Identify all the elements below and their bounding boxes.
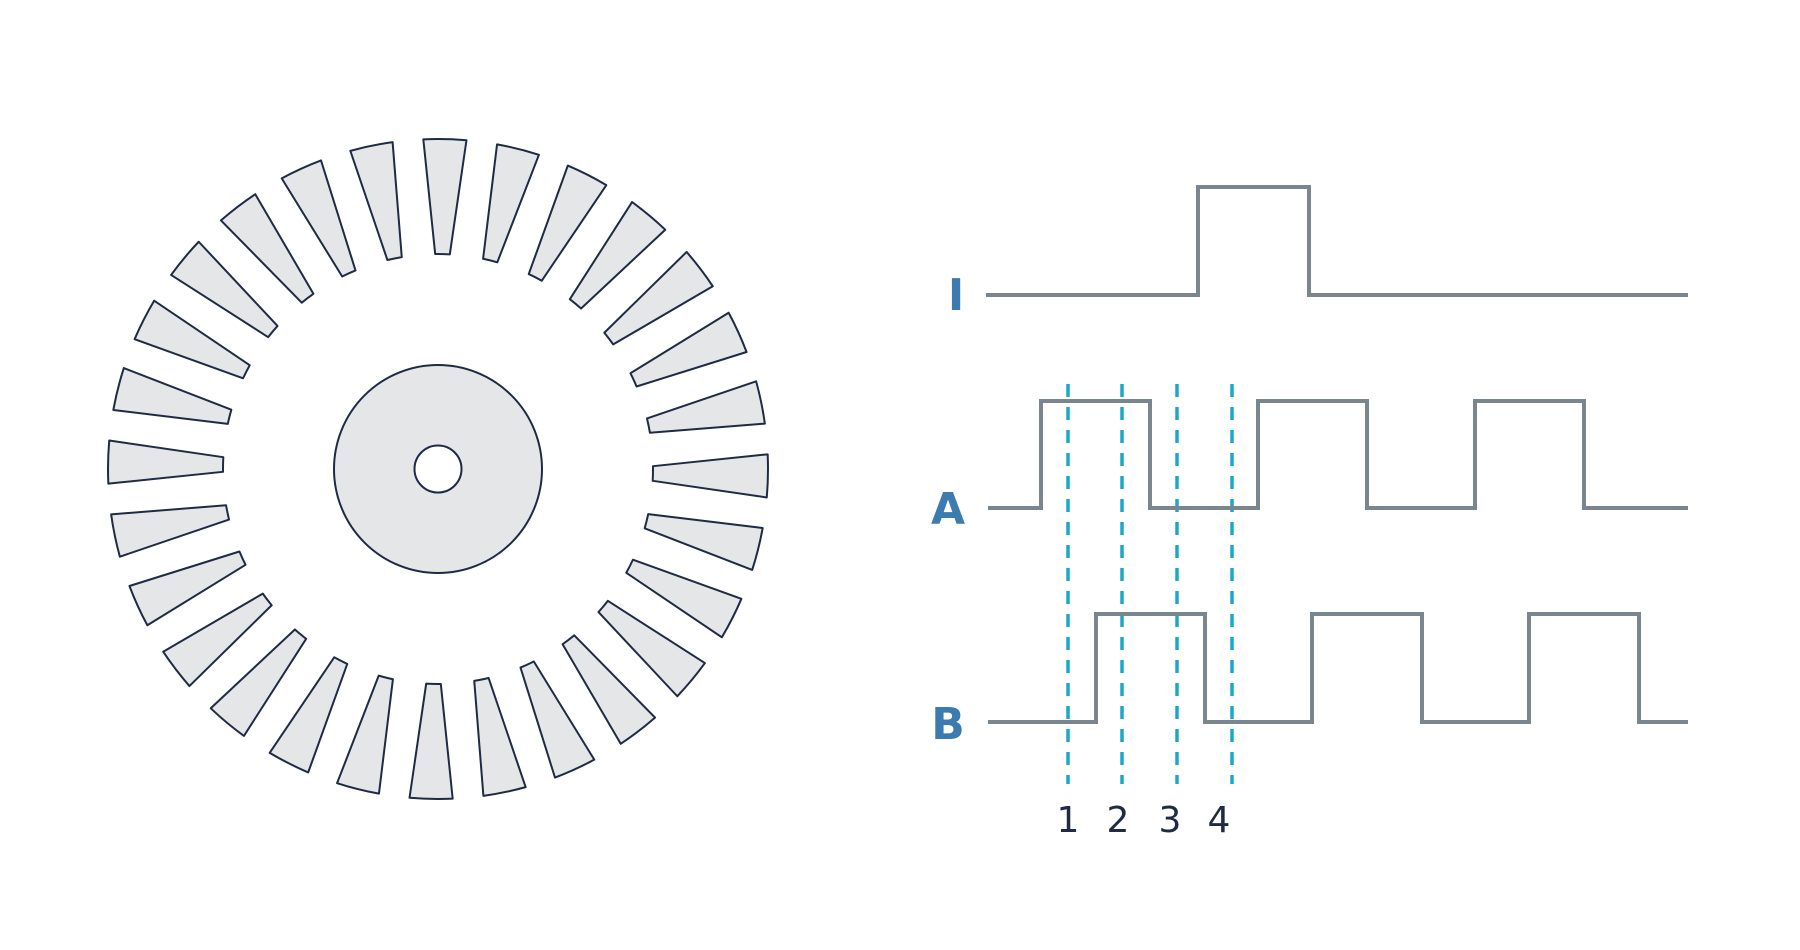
marker-label-2: 2 <box>1107 800 1130 841</box>
signal-label-a: A <box>931 484 965 535</box>
encoder-slots <box>107 138 769 800</box>
waveform-a <box>988 399 1688 510</box>
signal-labels: I A B <box>931 270 965 750</box>
encoder-slot <box>519 660 596 779</box>
encoder-slot <box>527 164 608 282</box>
encoder-slot <box>162 592 273 688</box>
encoder-shaft-hole <box>413 444 463 494</box>
encoder-slot <box>133 299 251 380</box>
waveforms <box>986 185 1688 724</box>
waveform-i <box>986 185 1688 297</box>
encoder-slot <box>482 143 540 264</box>
encoder-slot <box>209 628 308 737</box>
encoder-slot <box>110 504 231 558</box>
waveform-b <box>988 612 1688 724</box>
marker-label-4: 4 <box>1208 800 1231 841</box>
marker-labels: 1 2 3 4 <box>1057 800 1231 841</box>
encoder-slot <box>629 311 748 388</box>
signal-label-i: I <box>948 270 964 321</box>
encoder-slot <box>651 453 769 499</box>
encoder-slot <box>473 676 527 797</box>
encoder-slot <box>219 193 315 304</box>
quadrature-markers <box>1066 384 1234 784</box>
encoder-slot <box>643 513 764 571</box>
signal-label-b: B <box>931 699 965 750</box>
encoder-slot <box>280 159 357 278</box>
encoder-slot <box>597 599 706 698</box>
encoder-slot <box>625 558 743 639</box>
encoder-slot <box>268 656 349 774</box>
encoder-slot <box>112 367 233 425</box>
encoder-slot <box>422 138 468 256</box>
encoder-slot <box>561 634 657 745</box>
marker-label-1: 1 <box>1057 800 1080 841</box>
encoder-slot <box>170 240 279 339</box>
encoder-slot <box>107 439 225 485</box>
encoder-slot <box>128 550 247 627</box>
encoder-slot <box>568 201 667 310</box>
encoder-slot <box>349 141 403 262</box>
encoder-slot <box>645 380 766 434</box>
marker-label-3: 3 <box>1159 800 1182 841</box>
encoder-slot <box>408 682 454 800</box>
encoder-slot <box>336 674 394 795</box>
encoder-slot <box>603 250 714 346</box>
encoder-disk-icon <box>107 138 769 800</box>
